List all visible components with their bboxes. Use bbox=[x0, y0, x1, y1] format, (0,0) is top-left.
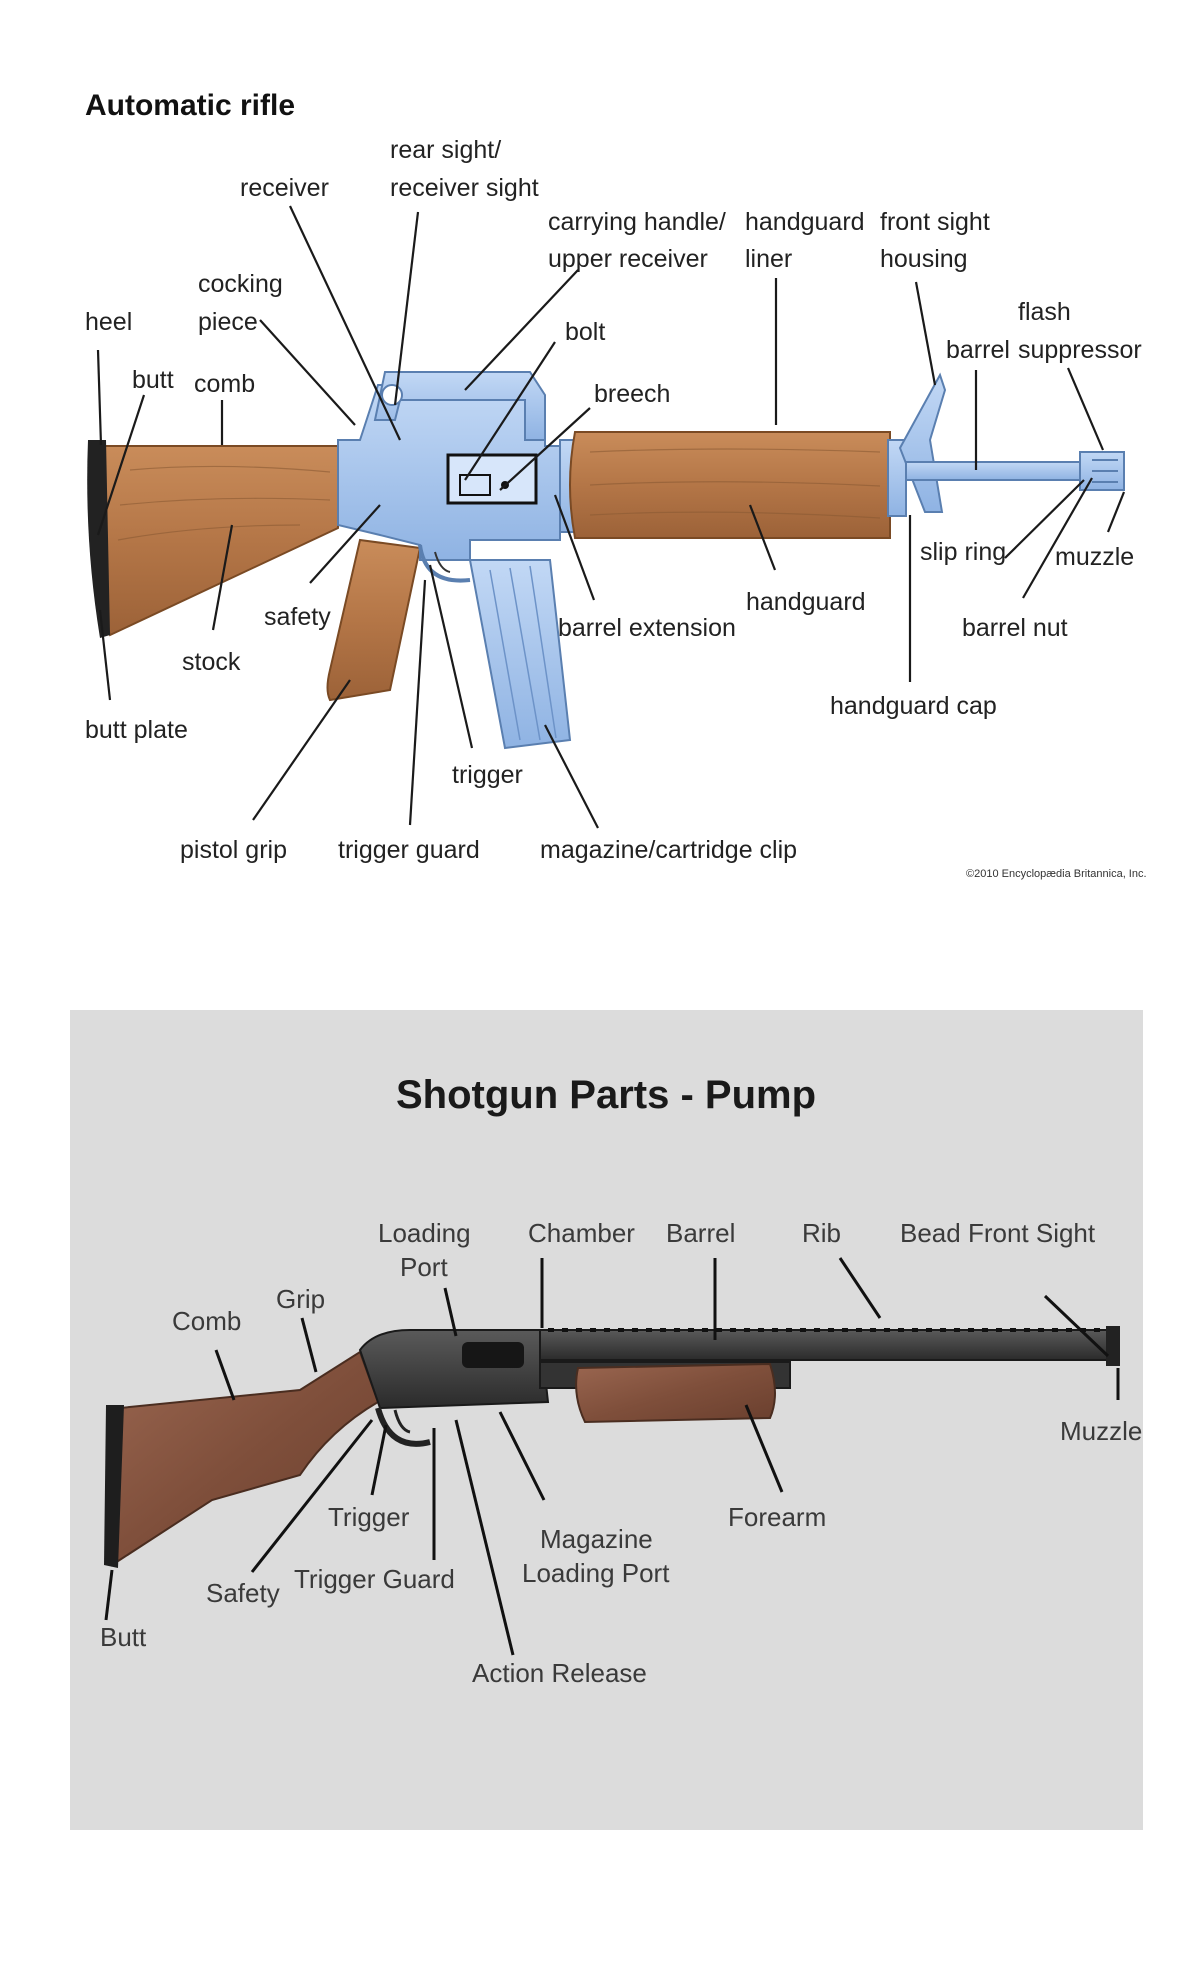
sg-label-rib: Rib bbox=[802, 1218, 841, 1248]
sg-label-magazine-line1: Magazine bbox=[540, 1524, 653, 1554]
rifle-section: Automatic rifle bbox=[85, 89, 1147, 880]
rifle-butt-plate-shape bbox=[87, 440, 110, 638]
shotgun-title: Shotgun Parts - Pump bbox=[396, 1073, 816, 1117]
sg-label-barrel: Barrel bbox=[666, 1218, 735, 1248]
label-carrying-handle-line1: carrying handle/ bbox=[548, 208, 726, 236]
sg-label-loading-port-line1: Loading bbox=[378, 1218, 471, 1248]
label-breech: breech bbox=[594, 380, 670, 408]
sg-label-chamber: Chamber bbox=[528, 1218, 635, 1248]
sg-label-muzzle: Muzzle bbox=[1060, 1416, 1142, 1446]
sg-label-trigger: Trigger bbox=[328, 1502, 410, 1532]
label-butt: butt bbox=[132, 366, 174, 394]
label-handguard-liner-line1: handguard bbox=[745, 208, 865, 236]
rifle-title: Automatic rifle bbox=[85, 89, 295, 122]
label-trigger-guard: trigger guard bbox=[338, 836, 480, 864]
label-comb: comb bbox=[194, 370, 255, 398]
rifle-barrel-shape bbox=[905, 461, 1087, 481]
sg-label-butt: Butt bbox=[100, 1622, 147, 1652]
label-receiver: receiver bbox=[240, 174, 329, 202]
label-cocking-line1: cocking bbox=[198, 270, 283, 298]
rifle-handguard-shape bbox=[569, 431, 891, 539]
shotgun-receiver-shape bbox=[358, 1329, 550, 1410]
label-carrying-handle-line2: upper receiver bbox=[548, 245, 708, 273]
shotgun-loading-port-shape bbox=[462, 1342, 524, 1368]
shotgun-labels: Loading Port Chamber Barrel Rib Bead Fro… bbox=[100, 1218, 1142, 1688]
label-front-sight-line1: front sight bbox=[880, 208, 990, 236]
label-front-sight-line2: housing bbox=[880, 245, 968, 273]
shotgun-section: Shotgun Parts - Pump bbox=[70, 1010, 1143, 1830]
label-handguard: handguard bbox=[746, 588, 866, 616]
label-muzzle: muzzle bbox=[1055, 543, 1134, 571]
label-handguard-liner-line2: liner bbox=[745, 245, 792, 273]
label-stock: stock bbox=[182, 648, 241, 676]
sg-label-magazine-line2: Loading Port bbox=[522, 1558, 670, 1588]
rifle-leader-lines bbox=[96, 205, 1126, 829]
sg-label-trigger-guard: Trigger Guard bbox=[294, 1564, 455, 1594]
label-rear-sight-line2: receiver sight bbox=[390, 174, 539, 202]
rifle-illustration bbox=[87, 371, 1125, 750]
shotgun-butt-pad-shape bbox=[104, 1405, 124, 1568]
sg-label-forearm: Forearm bbox=[728, 1502, 826, 1532]
label-trigger: trigger bbox=[452, 761, 523, 789]
label-slip-ring: slip ring bbox=[920, 538, 1006, 566]
label-butt-plate: butt plate bbox=[85, 716, 188, 744]
label-barrel-nut: barrel nut bbox=[962, 614, 1068, 642]
sg-label-loading-port-line2: Port bbox=[400, 1252, 448, 1282]
sg-label-grip: Grip bbox=[276, 1284, 325, 1314]
rifle-labels: receiver rear sight/ receiver sight carr… bbox=[85, 136, 1147, 880]
label-safety: safety bbox=[264, 603, 331, 631]
rifle-carrying-handle-shape bbox=[373, 371, 546, 441]
sg-label-action-release: Action Release bbox=[472, 1658, 647, 1688]
rifle-pistol-grip-shape bbox=[326, 538, 422, 702]
label-flash-line1: flash bbox=[1018, 298, 1071, 326]
label-heel: heel bbox=[85, 308, 132, 336]
shotgun-barrel-shape bbox=[539, 1329, 1119, 1361]
shotgun-forearm-shape bbox=[575, 1362, 776, 1424]
sg-label-bead-front-sight: Bead Front Sight bbox=[900, 1218, 1096, 1248]
sg-label-safety: Safety bbox=[206, 1578, 280, 1608]
label-barrel: barrel bbox=[946, 336, 1010, 364]
label-barrel-extension: barrel extension bbox=[558, 614, 736, 642]
rifle-copyright: ©2010 Encyclopædia Britannica, Inc. bbox=[966, 868, 1147, 880]
label-rear-sight-line1: rear sight/ bbox=[390, 136, 501, 164]
rifle-magazine-shape bbox=[468, 559, 572, 750]
label-pistol-grip: pistol grip bbox=[180, 836, 287, 864]
label-handguard-cap: handguard cap bbox=[830, 692, 997, 720]
label-bolt: bolt bbox=[565, 318, 605, 346]
label-cocking-line2: piece bbox=[198, 308, 258, 336]
shotgun-leader-lines bbox=[104, 1257, 1120, 1656]
shotgun-illustration bbox=[104, 1326, 1120, 1568]
label-flash-line2: suppressor bbox=[1018, 336, 1142, 364]
label-magazine: magazine/cartridge clip bbox=[540, 836, 797, 864]
sg-label-comb: Comb bbox=[172, 1306, 241, 1336]
